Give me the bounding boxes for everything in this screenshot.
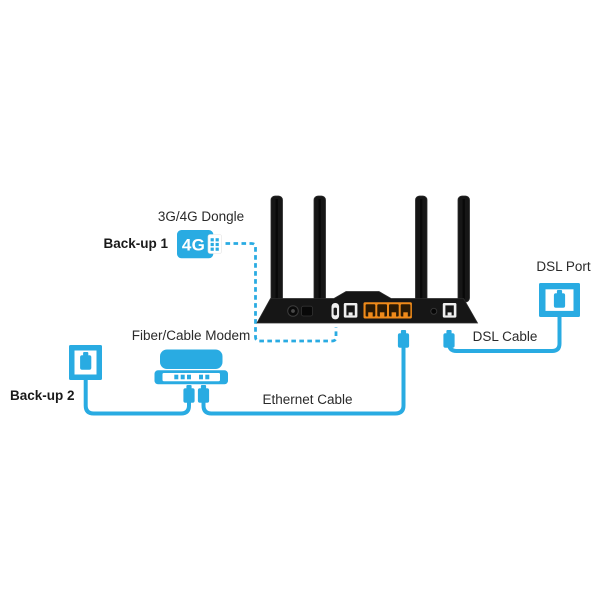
backup2-label: Back-up 2 — [10, 388, 75, 403]
lan-port-4 — [400, 304, 411, 317]
reset-button — [430, 307, 438, 315]
power-button — [301, 305, 313, 317]
lan-port-2 — [377, 304, 387, 317]
backup2-cable — [83, 366, 191, 416]
dongle-usb-connector — [207, 234, 222, 254]
router-antennas — [270, 195, 470, 303]
router-rear-ports — [287, 302, 457, 320]
backup1-dashed-link — [225, 242, 338, 343]
modem-plug-right — [197, 385, 210, 403]
dongle-body — [177, 230, 214, 259]
dsl-port — [442, 303, 457, 318]
modem-label: Fiber/Cable Modem — [132, 328, 251, 343]
dsl-wall-socket-icon — [539, 283, 580, 317]
dsl-plug — [443, 330, 455, 348]
backup1-label: Back-up 1 — [103, 236, 168, 251]
ethernet-cable-label: Ethernet Cable — [262, 392, 352, 407]
dongle-badge: 4G — [182, 236, 205, 255]
ethernet-cable — [201, 346, 406, 416]
modem-port-leds — [174, 374, 210, 380]
dongle-label: 3G/4G Dongle — [158, 209, 244, 224]
modem-plug-left — [183, 385, 195, 403]
dsl-cable-label: DSL Cable — [473, 329, 538, 344]
ethernet-plug — [397, 330, 410, 348]
modem-icon — [154, 349, 228, 385]
usb-pins — [210, 238, 219, 251]
lan-port-3 — [389, 304, 399, 317]
usb-dongle-icon: 4G — [177, 230, 222, 259]
lan-port-1 — [365, 304, 376, 317]
router-icon — [256, 195, 479, 324]
lan-ports — [363, 302, 412, 319]
dsl-port-label: DSL Port — [536, 259, 591, 274]
wan-port — [343, 303, 358, 318]
wall-outlet-icon — [69, 345, 102, 380]
